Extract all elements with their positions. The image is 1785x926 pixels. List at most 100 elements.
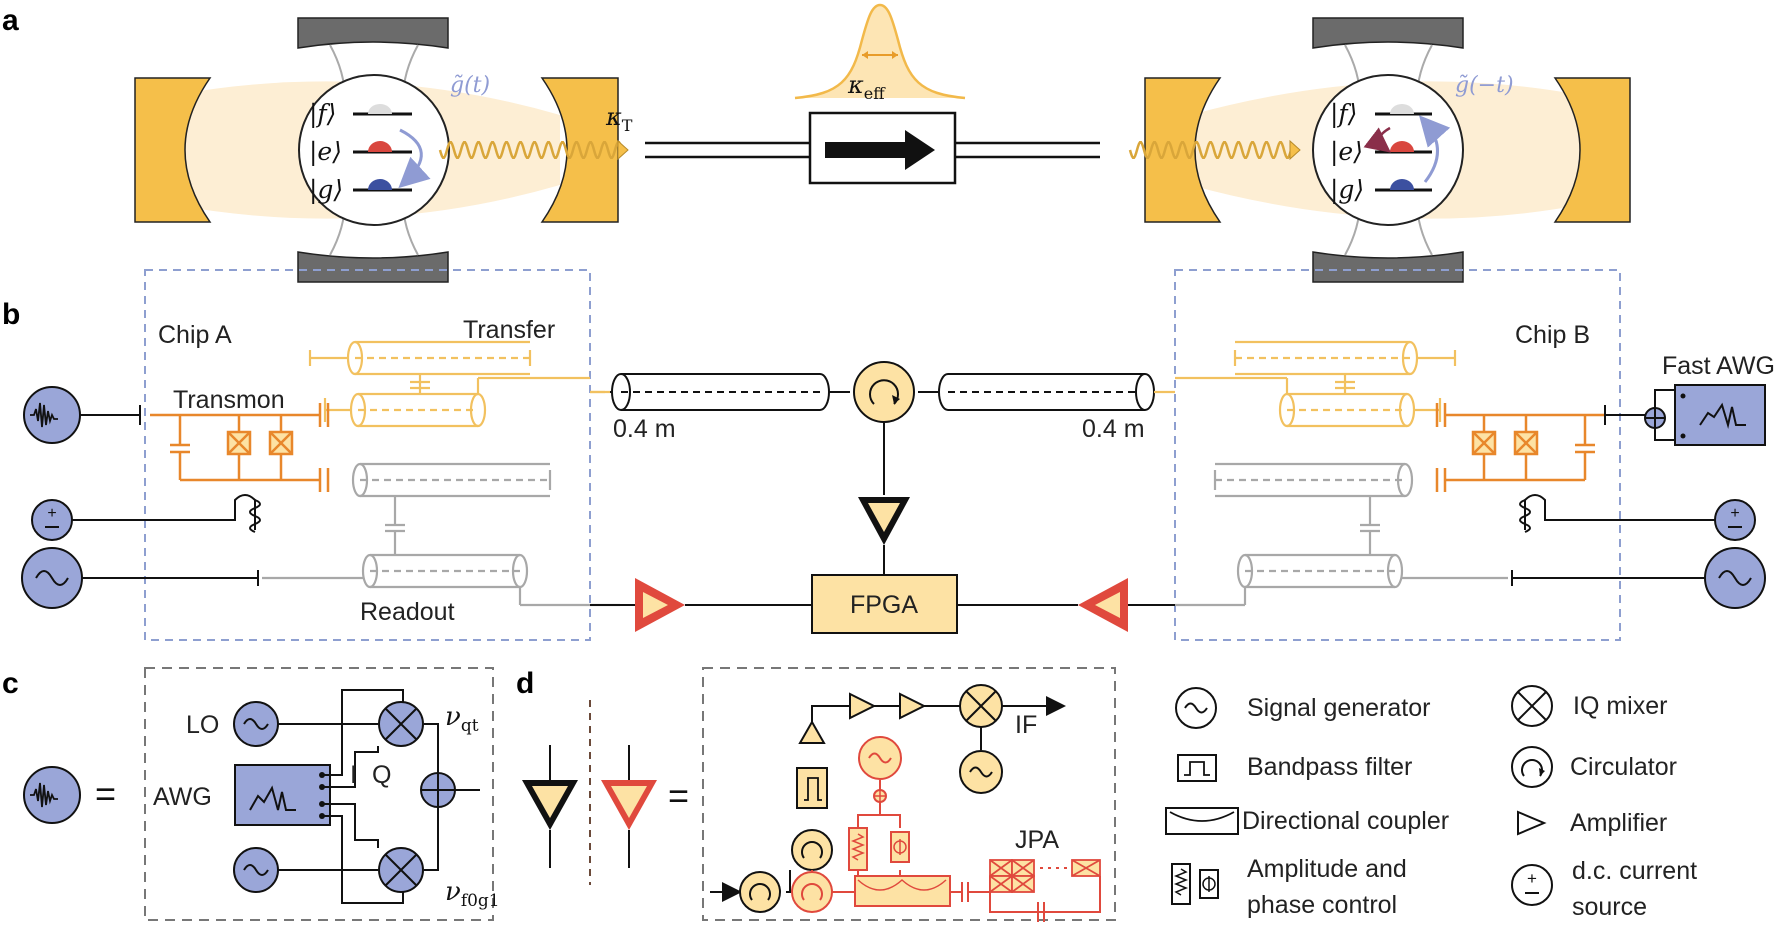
amp-chain-1 xyxy=(798,719,826,744)
clamp-left-top xyxy=(297,17,449,49)
svg-text:+: + xyxy=(47,505,56,522)
bandpass-filter-d xyxy=(796,767,828,809)
chip-a-label: Chip A xyxy=(158,321,232,349)
chip-a-box xyxy=(144,269,591,641)
panel-b: Chip A Chip B Transfer Transmon Readout … xyxy=(21,269,1775,641)
kappa-eff-label: κeff xyxy=(847,71,886,103)
readout-amplifier-right xyxy=(1078,578,1128,632)
panel-d: = IF xyxy=(522,667,1116,922)
fpga-label: FPGA xyxy=(850,591,918,619)
equals-c: = xyxy=(95,773,116,814)
photon-wave-right xyxy=(1128,140,1294,160)
legend-bandpass-filter: Bandpass filter xyxy=(1247,753,1412,781)
legend-dc-source-line2: source xyxy=(1572,893,1647,921)
length-left-label: 0.4 m xyxy=(613,415,676,443)
level-e-right: |e⟩ xyxy=(1330,137,1363,167)
isolator-arrow xyxy=(825,130,935,170)
legend-circulator: Circulator xyxy=(1570,753,1677,781)
kappa-t-label: κT xyxy=(605,103,633,135)
legend: Signal generator IQ mixer Bandpass filte… xyxy=(1165,685,1697,921)
level-e-left: |e⟩ xyxy=(309,137,342,167)
signal-generator-right[interactable] xyxy=(1704,547,1766,609)
legend-dc-source-line1: d.c. current xyxy=(1572,857,1697,885)
panel-label-d: d xyxy=(516,667,534,700)
fast-awg-label: Fast AWG xyxy=(1662,352,1775,380)
amplifier-red-d xyxy=(601,780,657,830)
fast-awg[interactable] xyxy=(1674,384,1766,446)
level-f-right: |f⟩ xyxy=(1330,99,1357,129)
mirror-right-outer xyxy=(1553,77,1631,223)
transmon-right xyxy=(1435,403,1605,492)
legend-amp-phase-icon xyxy=(1171,863,1219,905)
transfer-resonator-left xyxy=(308,340,605,428)
clamp-right-top xyxy=(1312,17,1464,49)
legend-iq-mixer: IQ mixer xyxy=(1573,692,1667,720)
panel-a: |f⟩ |e⟩ |g⟩ g̃(t) κT κeff xyxy=(134,3,1631,283)
legend-iq-mixer-icon xyxy=(1511,685,1553,727)
coupling-right-label: g̃(−t) xyxy=(1455,73,1514,98)
circulator-d-1 xyxy=(791,829,833,871)
chip-b-box xyxy=(1174,269,1621,641)
panel-label-b: b xyxy=(2,298,20,331)
transmon-label: Transmon xyxy=(173,386,285,414)
nu-qt-label: νqt xyxy=(445,702,479,736)
panel-label-c: c xyxy=(2,667,19,700)
readout-amplifier-left xyxy=(635,578,685,632)
lo-generator-bottom xyxy=(233,847,279,893)
transfer-label: Transfer xyxy=(463,316,555,344)
legend-signal-generator: Signal generator xyxy=(1247,694,1430,722)
pulse-source-c xyxy=(23,766,81,824)
mirror-left-outer xyxy=(134,77,212,223)
legend-amp-phase-line1: Amplitude and xyxy=(1247,855,1407,883)
legend-directional-coupler-icon xyxy=(1165,807,1239,835)
legend-circulator-icon xyxy=(1511,746,1553,788)
legend-dc-source-icon: + xyxy=(1511,864,1553,906)
amp-chain-3 xyxy=(899,692,927,720)
awg-label: AWG xyxy=(153,783,212,811)
iq-mixer-top xyxy=(378,701,424,747)
clamp-right-bottom xyxy=(1312,251,1464,283)
transfer-resonator-right xyxy=(1154,340,1457,428)
iq-mixer-bottom xyxy=(378,847,424,893)
dc-source-right[interactable]: + xyxy=(1714,499,1756,541)
pulse-source-left[interactable] xyxy=(23,386,81,444)
phase-control-d xyxy=(890,831,910,863)
legend-amp-phase-line2: phase control xyxy=(1247,891,1397,919)
legend-amplifier-icon xyxy=(1517,810,1547,836)
transmon-left xyxy=(150,403,330,492)
jpa-label: JPA xyxy=(1015,826,1059,854)
dc-source-left[interactable]: + xyxy=(31,499,73,541)
lo-label: LO xyxy=(186,711,219,739)
legend-amplifier: Amplifier xyxy=(1570,809,1667,837)
level-f-left: |f⟩ xyxy=(309,99,336,129)
coax-cable-right xyxy=(938,373,1155,411)
signal-generator-left[interactable] xyxy=(21,547,83,609)
chip-b-label: Chip B xyxy=(1515,321,1590,349)
lo-generator-top xyxy=(233,701,279,747)
central-amplifier xyxy=(858,497,910,545)
amp-chain-2 xyxy=(849,692,877,720)
directional-coupler-d xyxy=(854,875,951,907)
panel-label-a: a xyxy=(2,4,19,37)
length-right-label: 0.4 m xyxy=(1082,415,1145,443)
iq-mixer-d xyxy=(959,684,1003,728)
jpa-pump-generator xyxy=(858,736,902,780)
mirror-right-inner xyxy=(1144,77,1222,223)
if-label: IF xyxy=(1015,711,1037,739)
equals-d: = xyxy=(668,775,689,816)
jpa-capacitor xyxy=(961,882,1045,922)
level-g-right: |g⟩ xyxy=(1330,175,1364,205)
svg-text:+: + xyxy=(1730,505,1739,522)
amplifier-black-d xyxy=(522,780,578,830)
coax-cable-left xyxy=(610,373,830,411)
panel-c: = LO AWG xyxy=(23,667,500,921)
nu-f0g1-label: νf0g1 xyxy=(445,877,500,911)
kappa-eff-peak xyxy=(794,3,966,100)
readout-label: Readout xyxy=(360,598,455,626)
readout-resonator-right xyxy=(1175,462,1508,607)
coupling-left-label: g̃(t) xyxy=(450,73,490,98)
lo-generator-d xyxy=(959,750,1003,794)
q-label: Q xyxy=(372,761,391,789)
circulator-d-2 xyxy=(739,871,781,913)
